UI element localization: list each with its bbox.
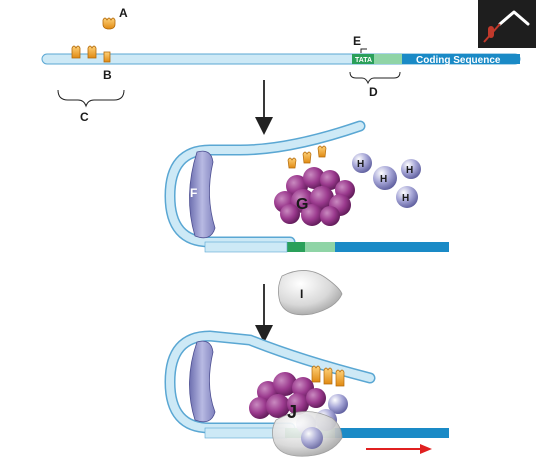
label-h-1: H [357, 159, 364, 170]
label-i: I [300, 287, 303, 301]
activators-middle [287, 145, 327, 169]
pointer-e [360, 48, 367, 53]
tata-box-light [374, 54, 402, 64]
tata-box-dark [352, 54, 374, 64]
complex-j [249, 372, 348, 457]
transcription-direction-arrow [366, 444, 432, 454]
top-dna-strand: TATA Coding Sequence [41, 53, 521, 66]
label-h-4: H [402, 193, 409, 204]
label-f-bottom: F [181, 363, 188, 377]
activator-free [102, 17, 116, 30]
factor-h-1 [352, 153, 372, 173]
collapse-button[interactable] [478, 0, 536, 48]
label-a: A [119, 6, 128, 20]
mediator-f-middle [189, 150, 216, 239]
label-e: E [353, 34, 361, 48]
mic-off-icon [483, 23, 501, 43]
label-f-middle: F [190, 186, 197, 200]
activator-bound [71, 45, 111, 63]
label-d: D [369, 85, 378, 99]
factor-h-2 [373, 166, 397, 190]
label-h-2: H [380, 174, 387, 185]
label-c: C [80, 110, 89, 124]
brace-c [57, 89, 125, 108]
label-g: G [296, 196, 308, 213]
factor-h-4 [396, 186, 418, 208]
mediator-f-bottom [189, 340, 216, 423]
label-h-3: H [406, 165, 413, 176]
activators-bottom [311, 365, 345, 387]
chevron-up-icon [498, 10, 530, 26]
coding-sequence-label: Coding Sequence [416, 55, 501, 66]
brace-d [349, 71, 401, 85]
coding-sequence-bar [402, 54, 520, 64]
label-j: J [287, 402, 297, 422]
factor-h-3 [401, 159, 421, 179]
tata-label: TATA [355, 57, 372, 64]
middle-dna-loop [164, 120, 449, 253]
complex-g [274, 167, 355, 226]
rna-polymerase-i [278, 270, 343, 316]
label-b: B [103, 68, 112, 82]
